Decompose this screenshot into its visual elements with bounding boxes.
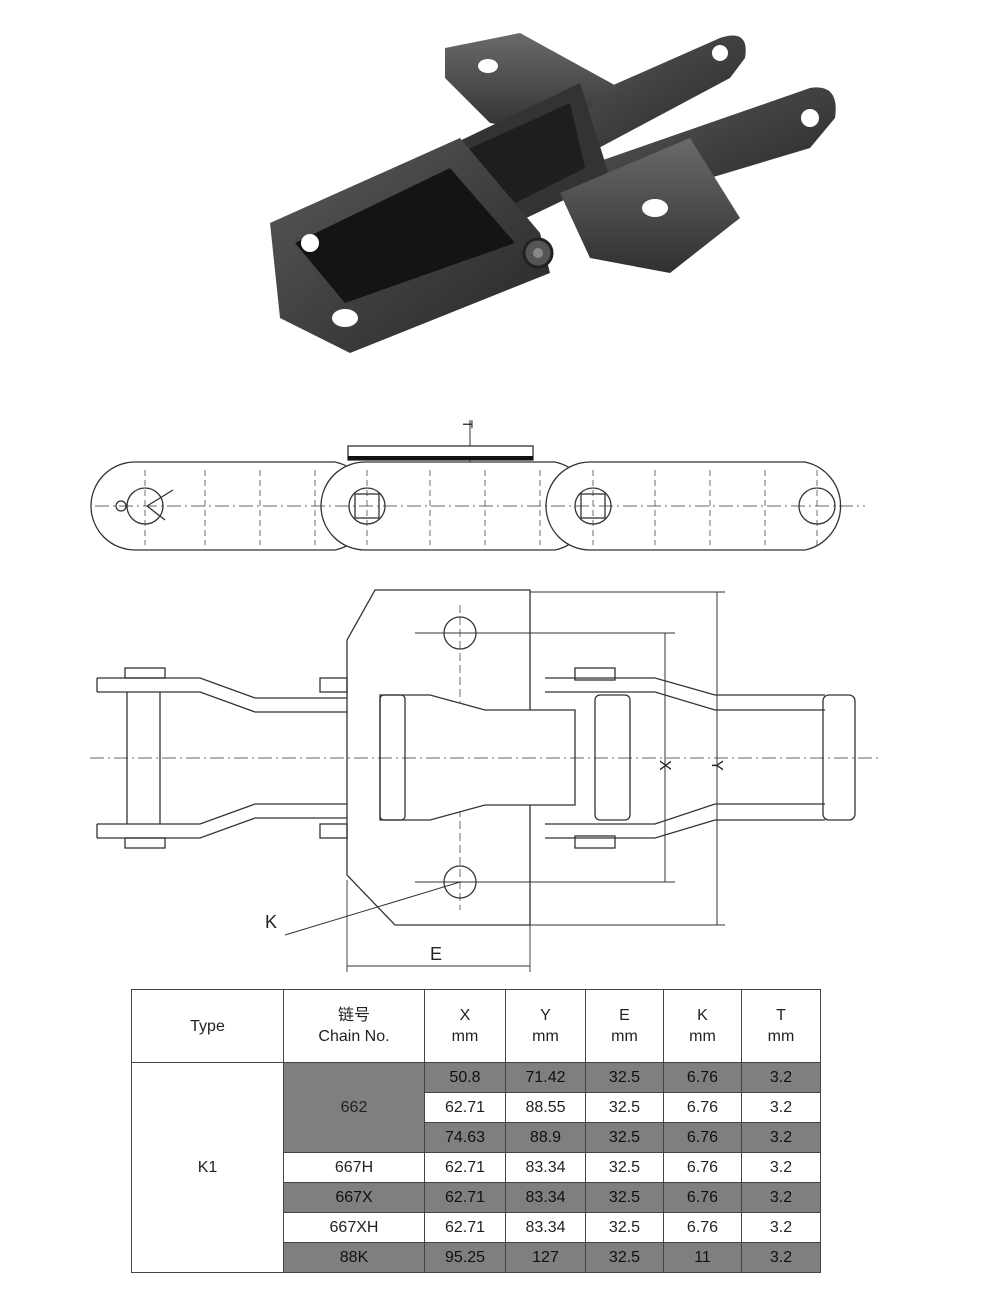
x-cell: 95.25 xyxy=(424,1242,506,1273)
chain-no-cell: 667H xyxy=(283,1152,425,1183)
t-cell: 3.2 xyxy=(741,1122,821,1153)
chain-no-cell: 88K xyxy=(283,1242,425,1273)
t-cell: 3.2 xyxy=(741,1152,821,1183)
label-k: K xyxy=(265,912,277,932)
label-x: X xyxy=(656,760,673,771)
y-cell: 83.34 xyxy=(505,1152,586,1183)
e-cell: 32.5 xyxy=(585,1122,664,1153)
label-e: E xyxy=(430,944,442,964)
t-cell: 3.2 xyxy=(741,1062,821,1093)
table-row: K1 662 50.8 71.42 32.5 6.76 3.2 xyxy=(131,1062,821,1273)
y-cell: 88.9 xyxy=(505,1122,586,1153)
k-cell: 6.76 xyxy=(663,1062,742,1093)
y-cell: 83.34 xyxy=(505,1182,586,1213)
plan-view-drawing: X Y K E xyxy=(90,589,880,972)
e-cell: 32.5 xyxy=(585,1152,664,1183)
chain-no-cell: 667X xyxy=(283,1182,425,1213)
table-row: 62.71 88.55 32.5 6.76 3.2 xyxy=(132,1092,821,1123)
label-t: T xyxy=(460,420,476,429)
y-cell: 127 xyxy=(505,1242,586,1273)
x-cell: 62.71 xyxy=(424,1152,506,1183)
type-cell: K1 xyxy=(131,1062,284,1273)
header-chain-no: 链号 Chain No. xyxy=(283,989,425,1063)
t-cell: 3.2 xyxy=(741,1242,821,1273)
x-cell: 62.71 xyxy=(424,1182,506,1213)
y-cell: 88.55 xyxy=(505,1092,586,1123)
y-cell: 71.42 xyxy=(505,1062,586,1093)
k-cell: 6.76 xyxy=(663,1182,742,1213)
label-y: Y xyxy=(708,760,725,771)
k-cell: 6.76 xyxy=(663,1122,742,1153)
e-cell: 32.5 xyxy=(585,1092,664,1123)
k-cell: 6.76 xyxy=(663,1212,742,1243)
t-cell: 3.2 xyxy=(741,1182,821,1213)
t-cell: 3.2 xyxy=(741,1212,821,1243)
e-cell: 32.5 xyxy=(585,1062,664,1093)
e-cell: 32.5 xyxy=(585,1182,664,1213)
header-type: Type xyxy=(131,989,284,1063)
e-cell: 32.5 xyxy=(585,1242,664,1273)
k-cell: 6.76 xyxy=(663,1092,742,1123)
x-cell: 50.8 xyxy=(424,1062,506,1093)
chain-link-photo xyxy=(270,33,836,353)
x-cell: 62.71 xyxy=(424,1092,506,1123)
table-row: 88K 95.25 127 32.5 11 3.2 xyxy=(132,1242,821,1273)
side-view-drawing: T xyxy=(90,420,865,551)
table-row: 667X 62.71 83.34 32.5 6.76 3.2 xyxy=(132,1182,821,1213)
x-cell: 62.71 xyxy=(424,1212,506,1243)
chain-no-cell: 662 xyxy=(283,1062,425,1153)
k-cell: 11 xyxy=(663,1242,742,1273)
chain-no-cell: 667XH xyxy=(283,1212,425,1243)
y-cell: 83.34 xyxy=(505,1212,586,1243)
t-cell: 3.2 xyxy=(741,1092,821,1123)
table-row: 74.63 88.9 32.5 6.76 3.2 xyxy=(132,1122,821,1153)
k-cell: 6.76 xyxy=(663,1152,742,1183)
e-cell: 32.5 xyxy=(585,1212,664,1243)
x-cell: 74.63 xyxy=(424,1122,506,1153)
